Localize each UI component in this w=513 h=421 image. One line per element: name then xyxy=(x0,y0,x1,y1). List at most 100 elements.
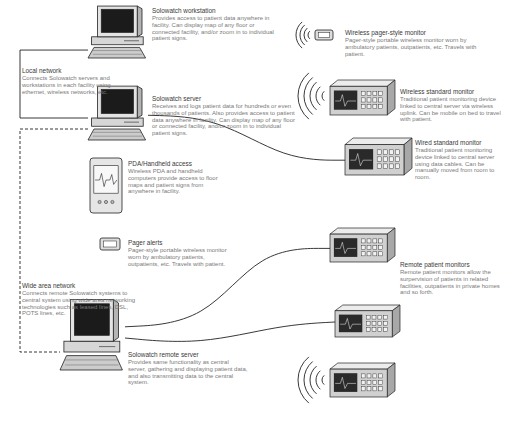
keyboard-row xyxy=(65,359,118,360)
device-node: Wireless standard monitorTraditional pat… xyxy=(295,72,395,117)
pda-button xyxy=(98,200,101,203)
monitor-button xyxy=(378,327,382,331)
wireless-wave xyxy=(298,357,309,403)
device-node: Wireless pager-style monitorPager-style … xyxy=(288,22,335,48)
monitor-button xyxy=(366,327,370,331)
monitor-button xyxy=(383,150,387,154)
monitor-button xyxy=(361,105,365,109)
computer-case xyxy=(64,341,120,352)
monitor-button xyxy=(361,91,365,95)
monitor-button xyxy=(379,380,383,384)
monitor-button xyxy=(361,374,365,378)
keyboard-row xyxy=(65,364,118,365)
device-heading: Solowatch server xyxy=(152,96,297,103)
wireless-wave xyxy=(310,82,317,110)
computer-case xyxy=(92,37,144,45)
monitor-button xyxy=(379,387,383,391)
monitor-button xyxy=(372,321,376,325)
network-description: Connects Solowatch servers and workstati… xyxy=(22,75,132,95)
keyboard xyxy=(88,129,146,140)
device-heading: Wired standard monitor xyxy=(415,140,510,147)
monitor-button xyxy=(379,91,383,95)
monitor-button xyxy=(383,164,387,168)
monitor-side xyxy=(387,228,395,262)
device-description: Pager-style portable wireless monitor wo… xyxy=(128,247,228,267)
monitor-front xyxy=(330,86,387,115)
monitor-button xyxy=(373,239,377,243)
drive-slot xyxy=(99,346,115,347)
drive-slot xyxy=(124,122,139,123)
pda-button xyxy=(111,200,114,203)
monitor-button xyxy=(367,105,371,109)
keyboard-row xyxy=(93,136,142,137)
device-description: Pager-style portable wireless monitor wo… xyxy=(345,37,480,57)
monitor-side xyxy=(387,80,395,115)
device-heading: Wireless standard monitor xyxy=(400,89,510,96)
monitor-display xyxy=(334,373,357,392)
pager-screen xyxy=(318,33,330,38)
monitor-button xyxy=(366,315,370,319)
device-node: Solowatch workstationProvides access to … xyxy=(88,5,148,58)
monitor-button xyxy=(395,164,399,168)
monitor-trace xyxy=(335,95,356,107)
monitor-button xyxy=(379,245,383,249)
monitor-trace xyxy=(335,377,356,388)
monitor-top xyxy=(330,80,395,86)
network-description: Connects remote Solowatch systems to cen… xyxy=(22,290,137,317)
pager-screen xyxy=(104,241,117,247)
monitor-button xyxy=(373,245,377,249)
device-description: Traditional patient monitoring device li… xyxy=(415,147,510,181)
monitor-display xyxy=(334,91,357,110)
wireless-wave xyxy=(308,31,310,39)
wireless-wave xyxy=(322,91,324,100)
device-node: Pager alertsPager-style portable wireles… xyxy=(100,238,120,250)
keyboard xyxy=(88,47,146,58)
device-icon xyxy=(100,238,120,250)
monitor-button xyxy=(367,239,371,243)
network-cable xyxy=(125,248,330,326)
device-node: Wired standard monitorTraditional patien… xyxy=(345,138,412,175)
drive-slot xyxy=(124,40,139,41)
monitor-button xyxy=(367,374,371,378)
device-heading: Solowatch remote server xyxy=(128,352,248,359)
monitor-front xyxy=(335,311,392,337)
monitor-button xyxy=(373,387,377,391)
monitor-trace xyxy=(350,154,371,166)
device-node: PDA/Handheld accessWireless PDA and hand… xyxy=(90,158,122,213)
wireless-wave xyxy=(304,78,313,115)
wireless-wave xyxy=(296,22,302,48)
monitor-button xyxy=(395,150,399,154)
wireless-wave xyxy=(304,362,313,399)
connector-group xyxy=(20,50,345,352)
monitor-button xyxy=(378,315,382,319)
monitor-button xyxy=(379,252,383,256)
device-heading: PDA/Handheld access xyxy=(128,161,228,168)
device-heading: Remote patient monitors xyxy=(400,262,510,269)
computer-case xyxy=(92,118,144,126)
monitor-button xyxy=(389,150,393,154)
monitor-button xyxy=(373,91,377,95)
monitor-trace xyxy=(335,242,356,253)
monitor-top xyxy=(330,228,395,234)
monitor-button xyxy=(383,157,387,161)
monitor-side xyxy=(387,363,395,397)
monitor-button xyxy=(379,105,383,109)
device-description: Receives and logs patient data for hundr… xyxy=(152,103,297,137)
pager-body xyxy=(315,30,333,40)
monitor-button xyxy=(377,150,381,154)
keyboard-row xyxy=(93,54,142,55)
monitor-button xyxy=(367,245,371,249)
pager-body xyxy=(100,238,120,250)
device-icon xyxy=(90,158,122,213)
device-description: Remote patient monitors allow the surper… xyxy=(400,269,510,296)
monitor-button xyxy=(384,327,388,331)
monitor-body xyxy=(98,6,138,37)
monitor-front xyxy=(345,145,404,175)
monitor-button xyxy=(367,252,371,256)
monitor-button xyxy=(377,157,381,161)
keyboard-row xyxy=(93,50,142,51)
device-description: Wireless PDA and handheld computers prov… xyxy=(128,168,228,195)
monitor-button xyxy=(367,91,371,95)
monitor-button xyxy=(361,245,365,249)
monitor-display xyxy=(349,149,373,169)
